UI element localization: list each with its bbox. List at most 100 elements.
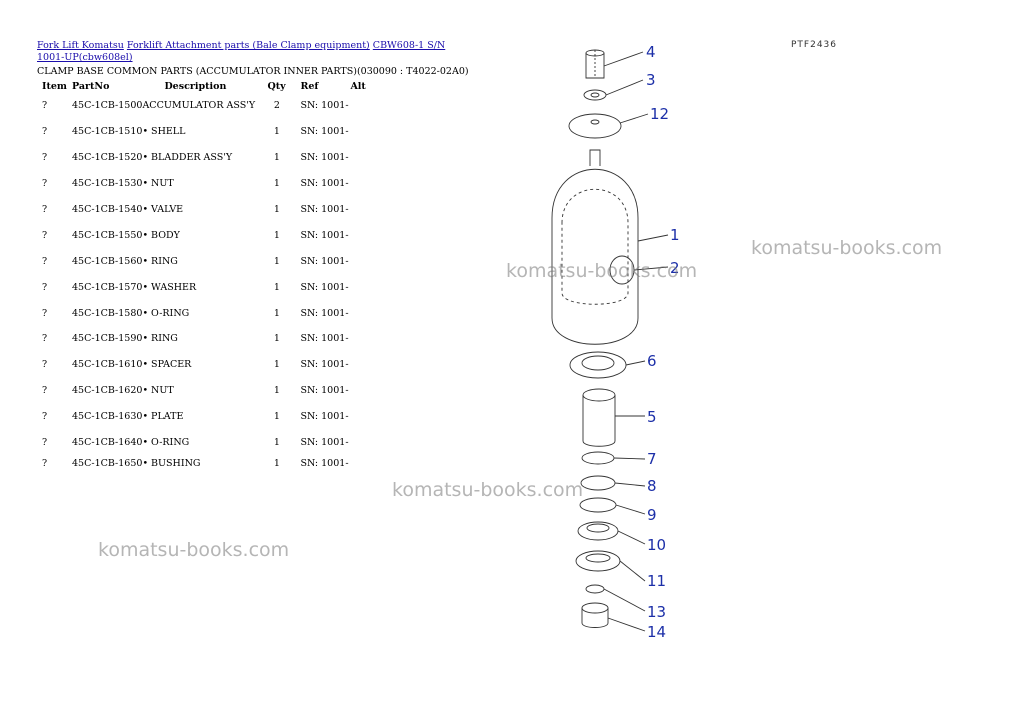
callout-9: 9 [647, 506, 657, 524]
cell-partno: 45C-1CB-1620 [72, 385, 143, 397]
part-oring-7-shape [581, 451, 615, 465]
cell-description: • SHELL [142, 126, 186, 138]
cell-item: ? [42, 359, 48, 371]
part-bushing-shape [581, 602, 609, 614]
cell-alt [350, 300, 370, 326]
cell-alt [350, 430, 370, 456]
cell-partno: 45C-1CB-1640 [72, 437, 143, 449]
callout-5: 5 [647, 408, 657, 426]
header-alt: Alt [350, 80, 366, 92]
cell-ref: SN: 1001- [300, 307, 349, 319]
callout-4: 4 [646, 43, 656, 61]
cell-ref: SN: 1001- [300, 229, 349, 241]
cell-ref: SN: 1001- [300, 178, 349, 190]
cell-description: • BUSHING [142, 457, 201, 469]
cell-ref: SN: 1001- [300, 100, 349, 112]
cell-description: • PLATE [142, 411, 184, 423]
callout-11: 11 [647, 572, 666, 590]
cell-description: • NUT [142, 178, 174, 190]
cell-ref: SN: 1001- [300, 457, 349, 469]
drawing-code: PTF2436 [791, 40, 838, 50]
cell-description: • BLADDER ASS'Y [142, 152, 233, 164]
cell-qty: 1 [273, 204, 280, 215]
part-oring-13-shape [585, 584, 605, 594]
cell-qty: 1 [273, 178, 280, 190]
breadcrumb-link-attachment-parts[interactable]: Forklift Attachment parts (Bale Clamp eq… [126, 40, 370, 51]
cell-alt [350, 171, 370, 197]
cell-alt [350, 274, 370, 300]
cell-partno: 45C-1CB-1560 [72, 255, 143, 267]
cell-alt [350, 93, 370, 119]
cell-ref: SN: 1001- [300, 204, 349, 215]
cell-partno: 45C-1CB-1580 [72, 307, 143, 319]
cell-description: • O-RING [142, 437, 190, 449]
cell-qty: 1 [273, 359, 280, 371]
cell-partno: 45C-1CB-1500 [72, 100, 143, 112]
cell-ref: SN: 1001- [300, 126, 349, 138]
header-qty: Qty [267, 80, 286, 92]
part-nut-shape [583, 89, 607, 101]
callout-8: 8 [647, 477, 657, 495]
cell-ref: SN: 1001- [300, 411, 349, 423]
cell-alt [350, 455, 370, 471]
cell-partno: 45C-1CB-1570 [72, 281, 143, 293]
part-oring-9-shape [579, 497, 617, 513]
callout-14: 14 [647, 623, 666, 641]
cell-alt [350, 197, 370, 223]
cell-ref: SN: 1001- [300, 255, 349, 267]
part-spacer-shape [577, 521, 619, 541]
cell-alt [350, 378, 370, 404]
cell-description: • SPACER [142, 359, 192, 371]
cell-item: ? [42, 333, 48, 345]
part-shell-shape [551, 169, 639, 345]
table-header-row: Item PartNo Description Qty Ref Alt [36, 79, 370, 93]
cell-item: ? [42, 178, 48, 190]
watermark-top-right: komatsu-books.com [751, 237, 943, 259]
cell-alt [350, 222, 370, 248]
cell-item: ? [42, 126, 48, 138]
cell-qty: 1 [273, 281, 280, 293]
cell-description: • BODY [142, 229, 180, 241]
page-title: CLAMP BASE COMMON PARTS (ACCUMULATOR INN… [37, 66, 469, 77]
cell-qty: 1 [273, 437, 280, 449]
cell-qty: 1 [273, 385, 280, 397]
cell-item: ? [42, 307, 48, 319]
cell-item: ? [42, 229, 48, 241]
cell-partno: 45C-1CB-1540 [72, 204, 143, 215]
cell-description: • RING [142, 255, 178, 267]
watermark-center: komatsu-books.com [506, 260, 698, 282]
cell-qty: 1 [273, 152, 280, 164]
breadcrumb-link-fork-lift[interactable]: Fork Lift Komatsu [37, 40, 124, 51]
cell-alt [350, 145, 370, 171]
parts-table: Item PartNo Description Qty Ref Alt ?45C… [36, 79, 370, 471]
cell-ref: SN: 1001- [300, 359, 349, 371]
cell-item: ? [42, 204, 48, 215]
cell-description: • NUT [142, 385, 174, 397]
header-item: Item [42, 80, 67, 92]
cell-item: ? [42, 255, 48, 267]
cell-description: ACCUMULATOR ASS'Y [142, 100, 256, 112]
cell-qty: 1 [273, 333, 280, 345]
cell-alt [350, 404, 370, 430]
breadcrumb-link-model[interactable]: CBW608-1 S/N 1001-UP(cbw608el) [37, 40, 446, 63]
callout-10: 10 [647, 536, 666, 554]
cell-qty: 1 [273, 229, 280, 241]
cell-partno: 45C-1CB-1510 [72, 126, 143, 138]
cell-item: ? [42, 152, 48, 164]
cell-qty: 1 [273, 411, 280, 423]
cell-qty: 1 [273, 307, 280, 319]
cell-ref: SN: 1001- [300, 333, 349, 345]
cell-partno: 45C-1CB-1630 [72, 411, 143, 423]
